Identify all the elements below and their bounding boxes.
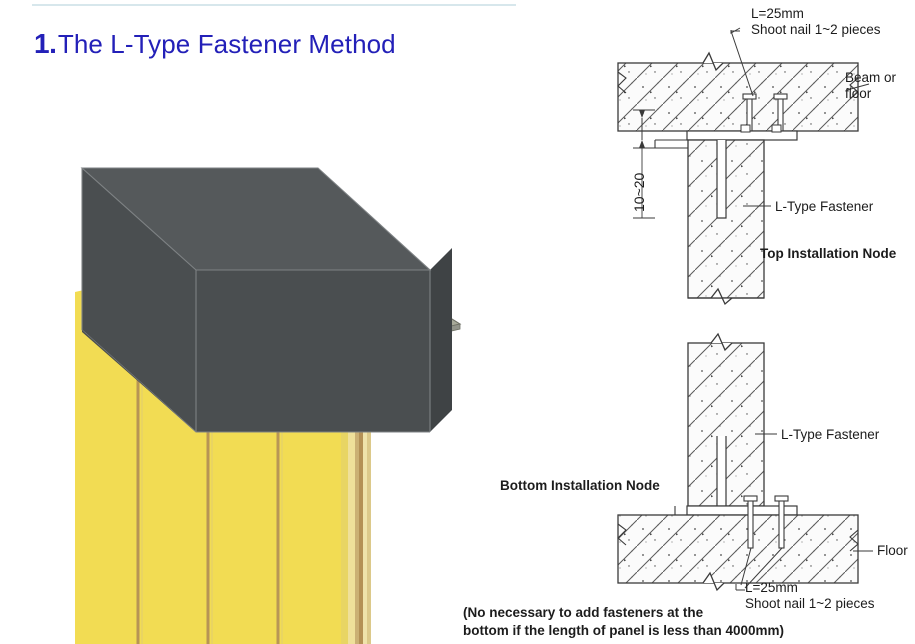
top-gap-dimension [633, 109, 655, 219]
bottom-nail-label-line1: L=25mm [745, 580, 798, 595]
bottom-bracket-plate [674, 505, 807, 516]
bottom-floor-concrete [617, 514, 859, 592]
footnote-line1: (No necessary to add fasteners at the [463, 605, 704, 620]
concrete-beam [80, 167, 452, 433]
beam-or-floor-line1: Beam or [845, 70, 897, 85]
bottom-l-type-fastener-label: L-Type Fastener [781, 427, 880, 442]
top-bracket-plate [641, 124, 798, 149]
technical-detail-drawings: L=25mm Shoot nail 1~2 pieces Beam or flo… [455, 0, 915, 644]
top-gap-dimension-label: 10~20 [631, 172, 647, 212]
floor-label: Floor [877, 543, 908, 558]
top-nail-label-line2: Shoot nail 1~2 pieces [751, 21, 881, 37]
title-number: 1 [34, 28, 50, 59]
top-l-type-fastener-label: L-Type Fastener [775, 199, 874, 214]
bottom-wall-panel [687, 332, 765, 507]
top-nail-label: L=25mm Shoot nail 1~2 pieces [751, 6, 880, 37]
top-nail-label-line1: L=25mm [751, 6, 804, 21]
bottom-nail-label: L=25mm Shoot nail 1~2 pieces [745, 580, 874, 611]
bottom-installation-node-caption: Bottom Installation Node [500, 478, 660, 493]
top-installation-node-caption: Top Installation Node [760, 246, 897, 261]
top-shoot-nails [742, 93, 788, 132]
beam-or-floor-line2: floor [845, 85, 872, 101]
title-text: The L-Type Fastener Method [57, 29, 396, 59]
beam-or-floor-label: Beam or floor [845, 70, 896, 101]
header-divider [32, 4, 516, 6]
page-title: 1 . The L-Type Fastener Method [34, 28, 396, 60]
top-wall-panel [687, 139, 765, 306]
footnote-line2: bottom if the length of panel is less th… [463, 623, 785, 639]
l-type-fastener-3d-illustration [60, 80, 490, 644]
title-dot: . [49, 28, 57, 59]
footnote: (No necessary to add fasteners at the bo… [463, 604, 784, 640]
bottom-nail-label-line2: Shoot nail 1~2 pieces [745, 595, 875, 611]
top-slab-concrete [617, 51, 859, 132]
